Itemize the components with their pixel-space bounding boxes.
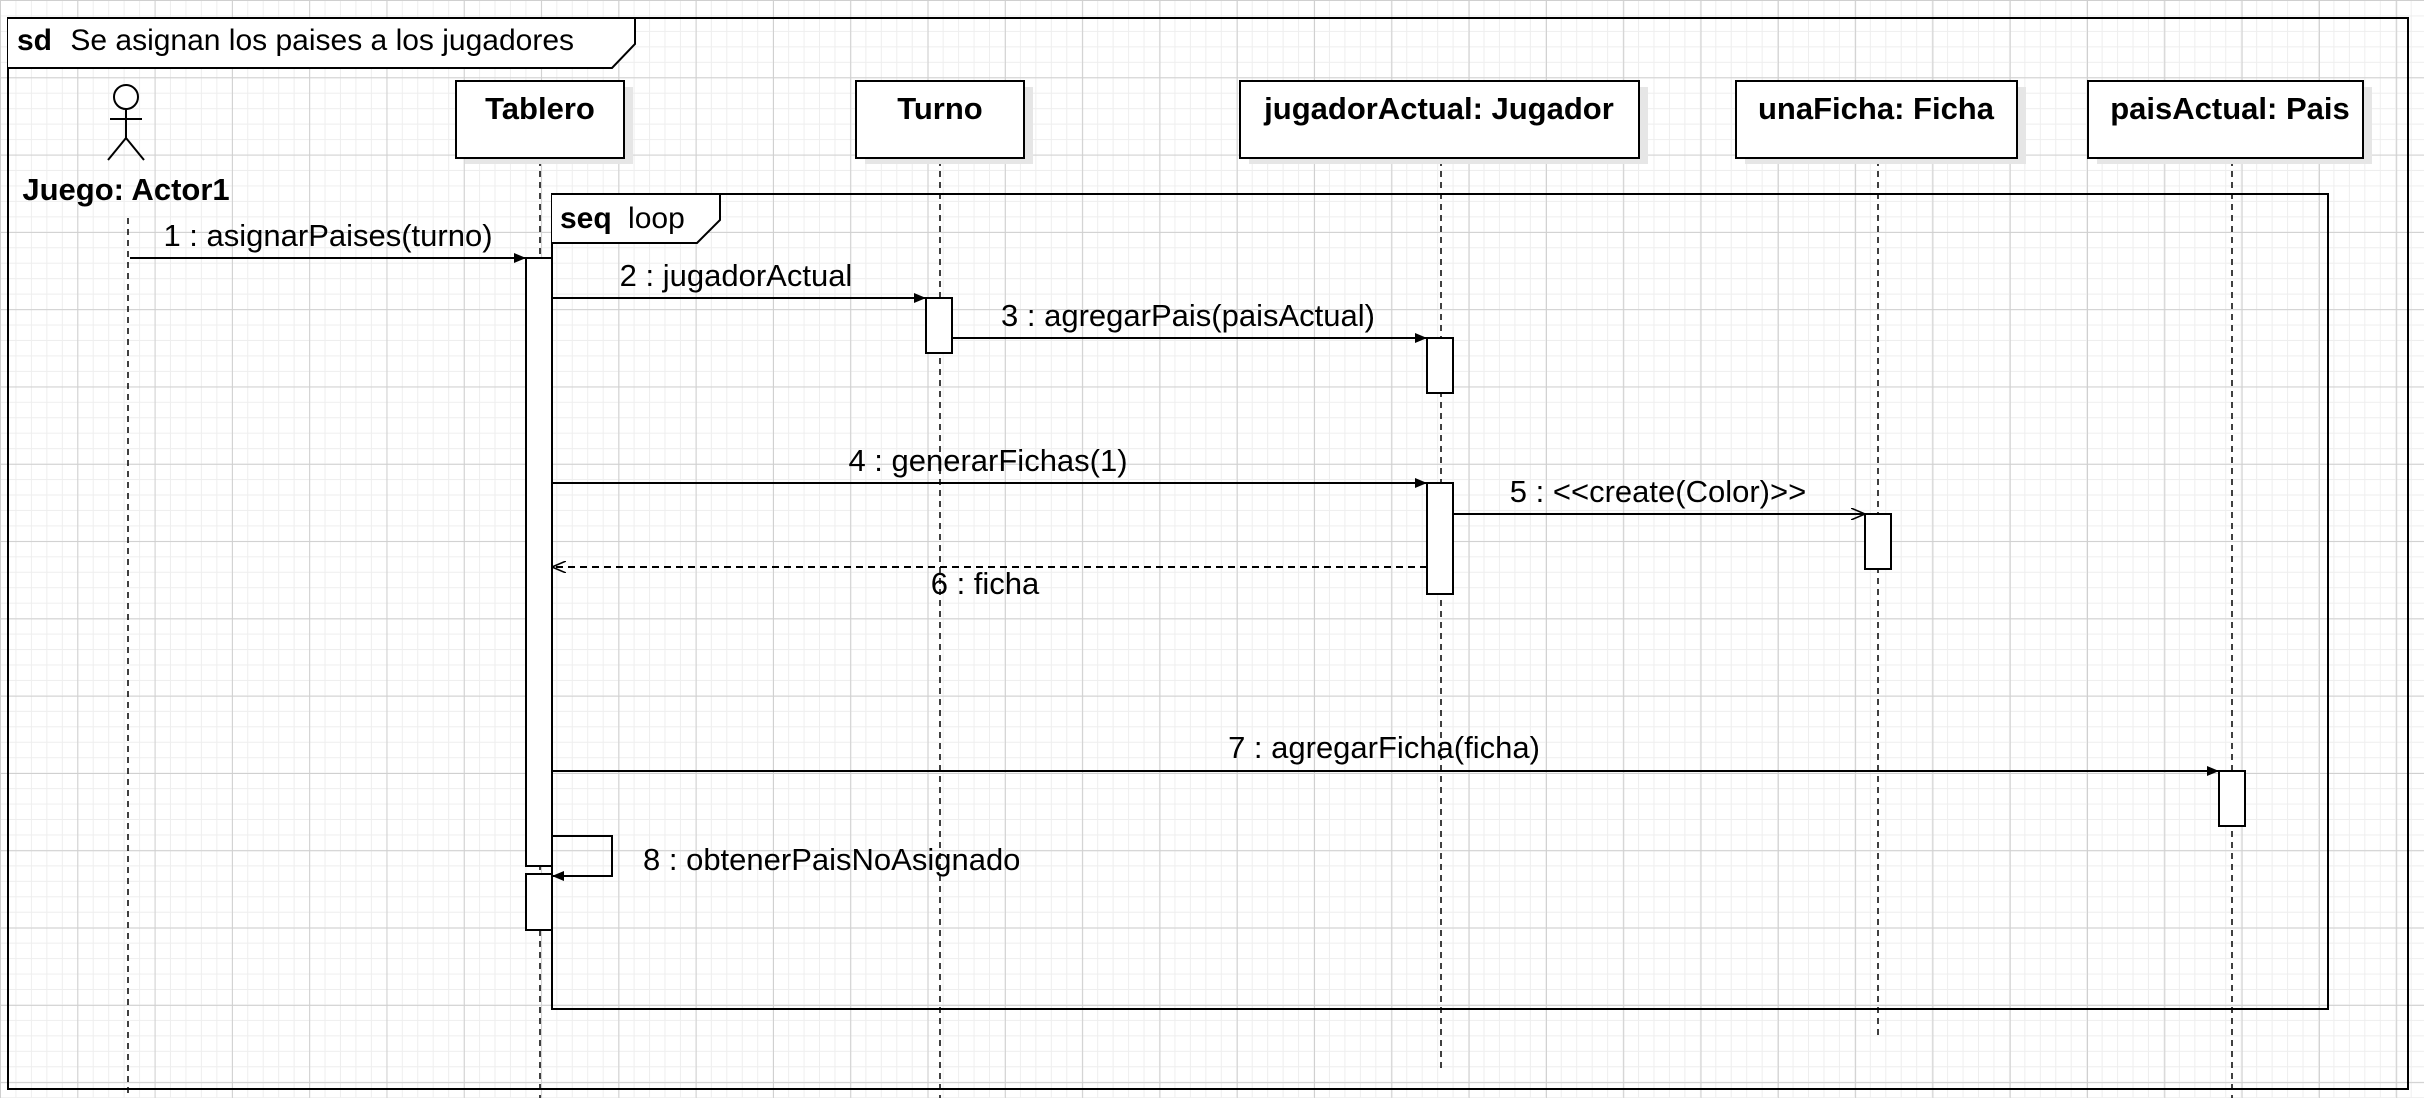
actor-label: Juego: Actor1 xyxy=(22,172,229,207)
activation-tablero xyxy=(525,257,553,867)
message-6-label: 6 : ficha xyxy=(931,566,1040,601)
lifeline-label-jugador: jugadorActual: Jugador xyxy=(1263,91,1614,126)
message-7-label: 7 : agregarFicha(ficha) xyxy=(1228,730,1540,765)
activation-tablero-self xyxy=(525,873,553,931)
message-1-label: 1 : asignarPaises(turno) xyxy=(163,218,492,253)
lifeline-head-pais: paisActual: Pais xyxy=(2087,80,2372,164)
message-8-self-arrow xyxy=(552,835,613,881)
svg-text:sd Se asignan los paises: sd Se asignan los paises a los jugadores xyxy=(17,24,574,57)
message-2-label: 2 : jugadorActual xyxy=(620,258,853,293)
lifeline-label-turno: Turno xyxy=(897,91,983,126)
lifeline-label-pais: paisActual: Pais xyxy=(2110,91,2349,126)
message-8-label: 8 : obtenerPaisNoAsignado xyxy=(643,842,1020,877)
lifeline-label-ficha: unaFicha: Ficha xyxy=(1758,91,1995,126)
activation-ficha xyxy=(1864,513,1892,570)
message-5-label: 5 : <<create(Color)>> xyxy=(1510,474,1806,509)
fragment-operator: seq xyxy=(560,202,612,235)
svg-text:seq loop: seq loop xyxy=(560,202,685,235)
frame-title: Se asignan los paises a los jugadores xyxy=(70,24,574,57)
activation-jugador-2 xyxy=(1426,482,1454,595)
lifeline-head-jugador: jugadorActual: Jugador xyxy=(1239,80,1648,164)
activation-pais xyxy=(2218,770,2246,827)
message-4-label: 4 : generarFichas(1) xyxy=(848,443,1127,478)
seq-loop-fragment: seq loop xyxy=(551,193,2329,1010)
actor-icon xyxy=(107,84,145,161)
sd-frame: sd Se asignan los paises a los jugadores xyxy=(7,17,2409,1090)
activation-turno xyxy=(925,297,953,354)
fragment-label: loop xyxy=(628,202,685,235)
lifeline-label-tablero: Tablero xyxy=(485,91,595,126)
lifeline-head-turno: Turno xyxy=(855,80,1033,164)
lifeline-head-ficha: unaFicha: Ficha xyxy=(1735,80,2026,164)
message-3-label: 3 : agregarPais(paisActual) xyxy=(1001,298,1375,333)
frame-keyword: sd xyxy=(17,24,52,57)
lifeline-head-tablero: Tablero xyxy=(455,80,633,164)
activation-jugador-1 xyxy=(1426,337,1454,394)
